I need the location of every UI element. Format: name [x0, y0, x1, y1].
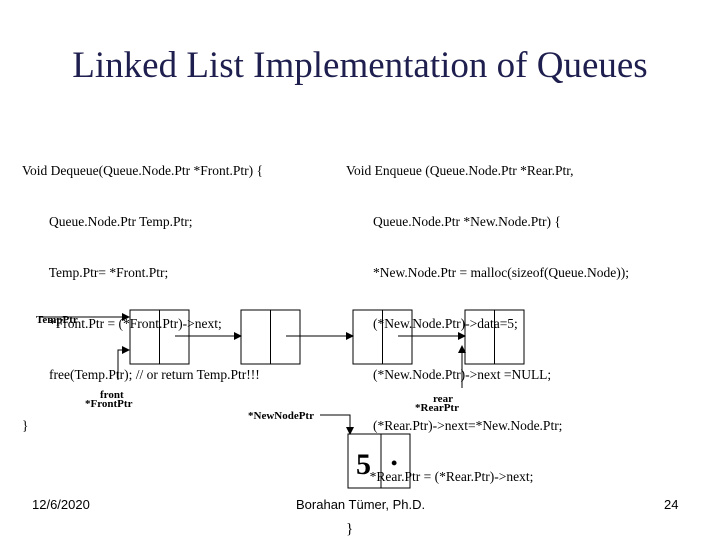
front-label: front [100, 389, 124, 401]
dequeue-line: } [22, 418, 29, 433]
footer-date: 12/6/2020 [32, 497, 90, 512]
enqueue-line: Queue.Node.Ptr *New.Node.Ptr) { [346, 214, 561, 229]
dequeue-line: *Front.Ptr = (*Front.Ptr)->next; [22, 316, 222, 331]
queue-node-2 [240, 309, 301, 365]
new-node-pointer-arrow [320, 414, 354, 435]
dequeue-line: Queue.Node.Ptr Temp.Ptr; [22, 214, 193, 229]
enqueue-line: *Rear.Ptr = (*Rear.Ptr)->next; [346, 469, 534, 484]
slide-title: Linked List Implementation of Queues [72, 45, 648, 86]
new-node [347, 433, 411, 489]
enqueue-line: } [346, 521, 354, 537]
dequeue-code-block: Void Dequeue(Queue.Node.Ptr *Front.Ptr) … [22, 128, 263, 451]
enqueue-line: (*New.Node.Ptr)->next =NULL; [346, 367, 552, 382]
rear-label: rear [433, 393, 453, 405]
enqueue-code-block: Void Enqueue (Queue.Node.Ptr *Rear.Ptr, … [346, 128, 629, 555]
linked-list-diagram: TempPtr front *FrontPtr rear *RearPtr *N… [36, 309, 525, 489]
footer-author: Borahan Tümer, Ph.D. [296, 497, 426, 512]
dequeue-line: free(Temp.Ptr); // or return Temp.Ptr!!! [22, 367, 260, 382]
enqueue-line: Void Enqueue (Queue.Node.Ptr *Rear.Ptr, [346, 163, 574, 178]
dequeue-line: Void Dequeue(Queue.Node.Ptr *Front.Ptr) … [22, 163, 263, 178]
front-pointer-arrow [117, 346, 130, 380]
enqueue-line: (*Rear.Ptr)->next=*New.Node.Ptr; [346, 418, 563, 433]
queue-node-3 [352, 309, 413, 365]
enqueue-line: *New.Node.Ptr = malloc(sizeof(Queue.Node… [346, 265, 630, 280]
queue-node-1 [129, 309, 190, 365]
front-ptr-label: *FrontPtr [85, 398, 133, 410]
enqueue-line: (*New.Node.Ptr)->data=5; [346, 316, 518, 331]
queue-node-4 [464, 309, 525, 365]
temp-ptr-label: TempPtr [36, 314, 78, 326]
new-node-value: 5 [356, 448, 371, 481]
rear-ptr-label: *RearPtr [415, 402, 459, 414]
footer-page-number: 24 [664, 497, 679, 512]
new-node-next-dot: • [391, 453, 397, 473]
new-node-ptr-label: *NewNodePtr [248, 410, 314, 422]
dequeue-line: Temp.Ptr= *Front.Ptr; [22, 265, 169, 280]
